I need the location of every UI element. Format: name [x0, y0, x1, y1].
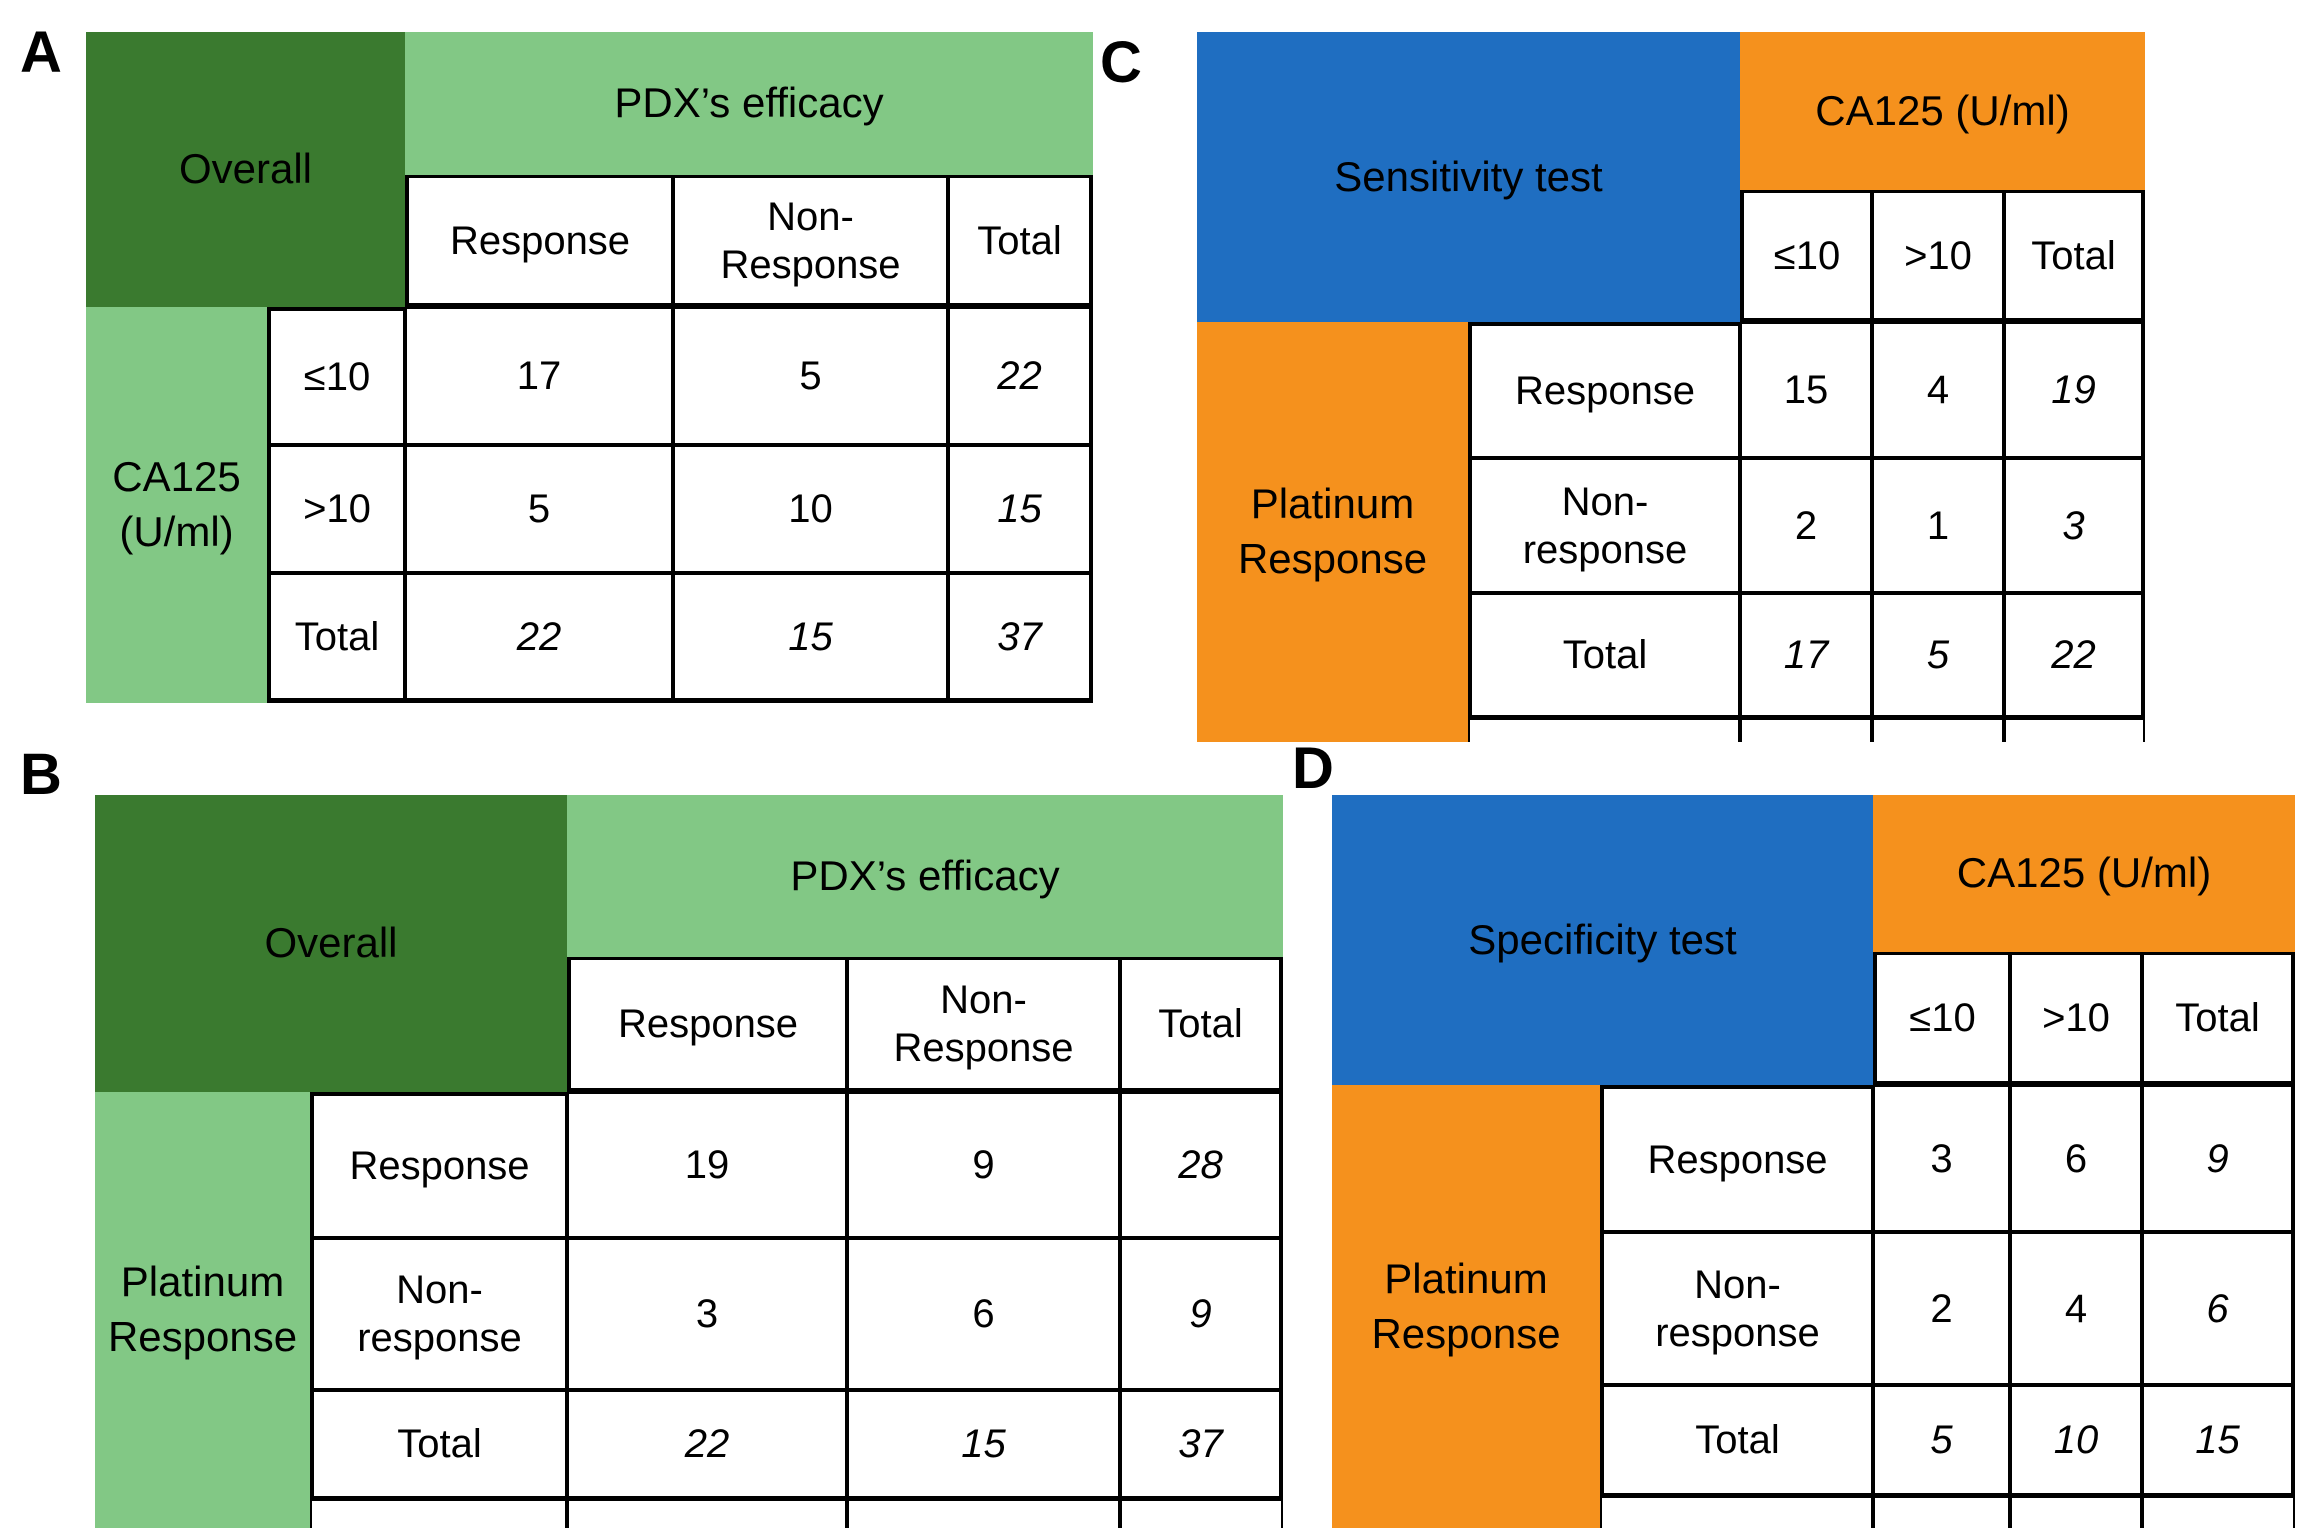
top-header-pdx-efficacy-b: PDX’s efficacy — [567, 795, 1283, 957]
cell-c-total-c2: 5 — [1872, 593, 2004, 720]
cell-b-r2c1: 3 — [567, 1238, 847, 1390]
table-specificity-test: Specificity test CA125 (U/ml) ≤10 >10 To… — [1332, 795, 2295, 1528]
column-header-le10-d: ≤10 — [1873, 952, 2010, 1085]
cell-d-r2c2: 4 — [2010, 1232, 2142, 1385]
cell-a-r2-total: 15 — [948, 445, 1093, 573]
row-label-non-response-d: Non- response — [1600, 1232, 1873, 1385]
side-header-ca125-a: CA125 (U/ml) — [86, 307, 267, 703]
cell-a-r2c1: 5 — [405, 445, 673, 573]
column-header-le10-c: ≤10 — [1740, 190, 1872, 322]
row-label-total-b: Total — [310, 1390, 567, 1501]
clipped-row-stub — [1740, 720, 1872, 742]
cell-b-r1-total: 28 — [1120, 1092, 1283, 1238]
row-label-non-response-c: Non- response — [1468, 458, 1740, 593]
row-label-response-b: Response — [310, 1092, 567, 1238]
row-label-response-c: Response — [1468, 322, 1740, 458]
clipped-row-stub — [2142, 1498, 2295, 1528]
clipped-row-stub — [1873, 1498, 2010, 1528]
row-label-gt10-a: >10 — [267, 445, 405, 573]
clipped-row-stub — [2010, 1498, 2142, 1528]
column-header-total-b: Total — [1120, 957, 1283, 1092]
clipped-row-stub — [2004, 720, 2145, 742]
cell-b-r2c2: 6 — [847, 1238, 1120, 1390]
row-label-total-d: Total — [1600, 1385, 1873, 1498]
cell-c-r1-total: 19 — [2004, 322, 2145, 458]
cell-d-grand-total: 15 — [2142, 1385, 2295, 1498]
cell-c-r2c2: 1 — [1872, 458, 2004, 593]
corner-header-specificity: Specificity test — [1332, 795, 1873, 1085]
cell-d-r2-total: 6 — [2142, 1232, 2295, 1385]
cell-b-total-c2: 15 — [847, 1390, 1120, 1501]
side-header-platinum-c: Platinum Response — [1197, 322, 1468, 742]
cell-a-grand-total: 37 — [948, 573, 1093, 703]
clipped-row-stub — [1600, 1498, 1873, 1528]
top-header-ca125-d: CA125 (U/ml) — [1873, 795, 2295, 952]
cell-a-total-c2: 15 — [673, 573, 948, 703]
cell-d-total-c1: 5 — [1873, 1385, 2010, 1498]
column-header-total-c: Total — [2004, 190, 2145, 322]
cell-c-r1c2: 4 — [1872, 322, 2004, 458]
panel-label-b: B — [20, 742, 62, 807]
cell-b-total-c1: 22 — [567, 1390, 847, 1501]
corner-header-sensitivity: Sensitivity test — [1197, 32, 1740, 322]
top-header-pdx-efficacy-a: PDX’s efficacy — [405, 32, 1093, 175]
column-header-response-b: Response — [567, 957, 847, 1092]
clipped-row-stub — [1468, 720, 1740, 742]
cell-c-r2-total: 3 — [2004, 458, 2145, 593]
column-header-total-d: Total — [2142, 952, 2295, 1085]
cell-d-r1-total: 9 — [2142, 1085, 2295, 1232]
column-header-response-a: Response — [405, 175, 673, 307]
row-label-non-response-b: Non- response — [310, 1238, 567, 1390]
clipped-row-stub — [1872, 720, 2004, 742]
cell-c-r1c1: 15 — [1740, 322, 1872, 458]
column-header-non-response-a: Non- Response — [673, 175, 948, 307]
column-header-gt10-d: >10 — [2010, 952, 2142, 1085]
table-overall-ca125: Overall PDX’s efficacy Response Non- Res… — [86, 32, 1093, 703]
panel-label-c: C — [1100, 30, 1142, 95]
row-label-total-a: Total — [267, 573, 405, 703]
clipped-row-stub — [567, 1501, 847, 1528]
corner-header-overall-b: Overall — [95, 795, 567, 1092]
row-label-le10-a: ≤10 — [267, 307, 405, 445]
cell-c-r2c1: 2 — [1740, 458, 1872, 593]
cell-d-r2c1: 2 — [1873, 1232, 2010, 1385]
cell-b-r1c1: 19 — [567, 1092, 847, 1238]
side-header-platinum-d: Platinum Response — [1332, 1085, 1600, 1528]
cell-b-grand-total: 37 — [1120, 1390, 1283, 1501]
row-label-response-d: Response — [1600, 1085, 1873, 1232]
corner-header-overall-a: Overall — [86, 32, 405, 307]
table-sensitivity-test: Sensitivity test CA125 (U/ml) ≤10 >10 To… — [1197, 32, 2145, 742]
cell-a-r1c1: 17 — [405, 307, 673, 445]
row-label-total-c: Total — [1468, 593, 1740, 720]
cell-a-r1c2: 5 — [673, 307, 948, 445]
cell-a-r1-total: 22 — [948, 307, 1093, 445]
cell-c-grand-total: 22 — [2004, 593, 2145, 720]
cell-d-r1c2: 6 — [2010, 1085, 2142, 1232]
cell-a-r2c2: 10 — [673, 445, 948, 573]
clipped-row-stub — [847, 1501, 1120, 1528]
cell-b-r2-total: 9 — [1120, 1238, 1283, 1390]
side-header-platinum-b: Platinum Response — [95, 1092, 310, 1528]
cell-b-r1c2: 9 — [847, 1092, 1120, 1238]
clipped-row-stub — [310, 1501, 567, 1528]
top-header-ca125-c: CA125 (U/ml) — [1740, 32, 2145, 190]
panel-label-a: A — [20, 20, 62, 85]
table-overall-platinum: Overall PDX’s efficacy Response Non- Res… — [95, 795, 1283, 1528]
cell-d-total-c2: 10 — [2010, 1385, 2142, 1498]
column-header-non-response-b: Non- Response — [847, 957, 1120, 1092]
cell-a-total-c1: 22 — [405, 573, 673, 703]
cell-d-r1c1: 3 — [1873, 1085, 2010, 1232]
cell-c-total-c1: 17 — [1740, 593, 1872, 720]
column-header-total-a: Total — [948, 175, 1093, 307]
column-header-gt10-c: >10 — [1872, 190, 2004, 322]
clipped-row-stub — [1120, 1501, 1283, 1528]
panel-label-d: D — [1292, 736, 1334, 801]
